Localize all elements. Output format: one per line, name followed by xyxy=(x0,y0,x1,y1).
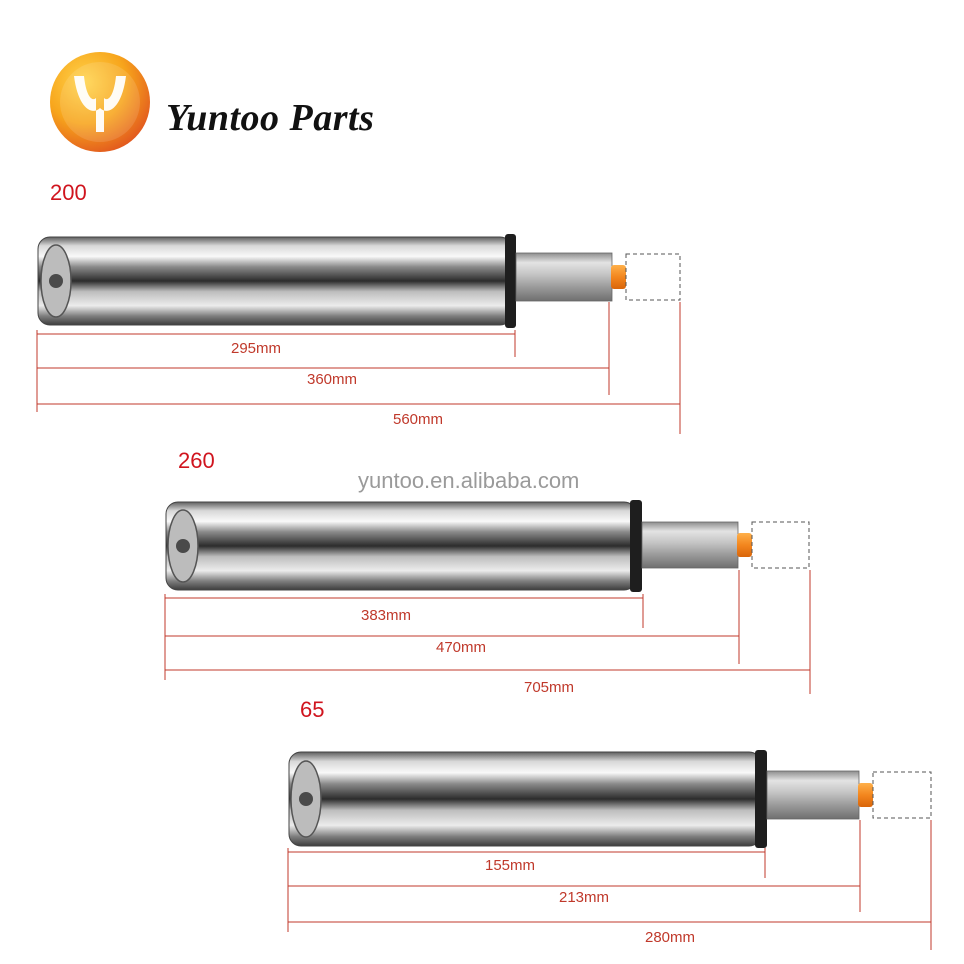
cylinder-3-body xyxy=(288,751,762,847)
cylinder-3-collar xyxy=(755,750,767,848)
cylinder-3-release-tip xyxy=(858,783,873,807)
cylinder-3-body-length: 155mm xyxy=(485,857,535,874)
cylinder-1-caption: 200 xyxy=(50,180,87,205)
cylinder-2-body-length: 383mm xyxy=(361,607,411,624)
cylinder-1-body xyxy=(37,236,513,326)
cylinder-1-release-tip xyxy=(611,265,626,289)
cylinder-2-extension-outline xyxy=(751,521,810,569)
cylinder-2-caption: 260 xyxy=(178,448,215,473)
cylinder-1-body-length: 295mm xyxy=(231,340,281,357)
cylinder-3-extended-length: 280mm xyxy=(645,929,695,946)
watermark-url: yuntoo.en.alibaba.com xyxy=(358,468,580,493)
cylinder-3-piston-rod xyxy=(766,770,860,820)
cylinder-2-collar xyxy=(630,500,642,592)
cylinder-3-compressed-length: 213mm xyxy=(559,889,609,906)
cylinder-3: 155mm 213mm 280mm xyxy=(287,750,932,950)
cylinder-1-compressed-length: 360mm xyxy=(307,371,357,388)
cylinder-3-caption: 65 xyxy=(300,697,325,722)
yuntoo-y-logo-icon xyxy=(50,52,150,152)
cylinder-2-body xyxy=(165,501,637,591)
cylinder-2-compressed-length: 470mm xyxy=(436,639,486,656)
cylinder-1-piston-rod xyxy=(515,252,613,302)
cylinder-1-collar xyxy=(505,234,516,328)
brand-name: Yuntoo Parts xyxy=(166,97,375,139)
cylinder-2: 383mm 470mm 705mm xyxy=(164,500,811,696)
cylinder-1-extended-length: 560mm xyxy=(393,411,443,428)
cylinder-2-extended-length: 705mm xyxy=(524,679,574,696)
cylinder-2-release-tip xyxy=(737,533,752,557)
cylinder-1: 295mm 360mm 560mm xyxy=(36,234,681,434)
cylinder-2-piston-rod xyxy=(641,521,739,569)
cylinder-3-extension-outline xyxy=(872,771,932,819)
cylinder-1-extension-outline xyxy=(625,253,681,301)
